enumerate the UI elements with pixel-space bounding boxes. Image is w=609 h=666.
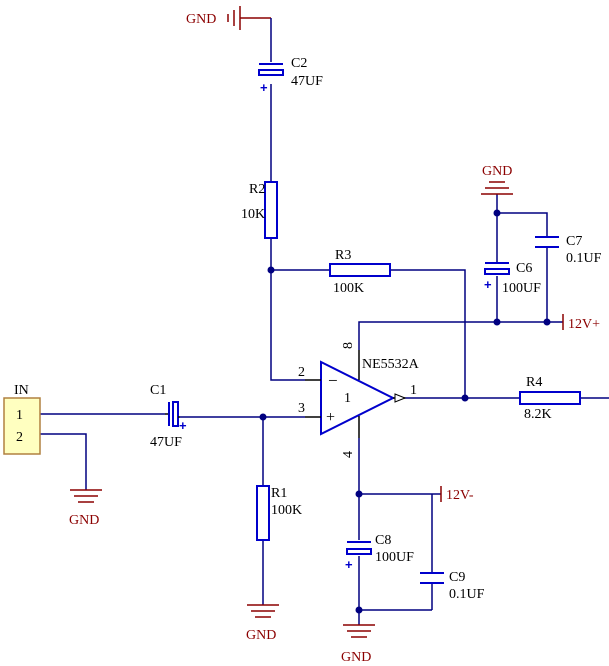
vpos-symbol: 12V+ — [562, 314, 600, 332]
junction-dot — [355, 606, 363, 614]
junction-dot — [493, 318, 501, 326]
junctions — [259, 209, 551, 614]
c6-polarity: + — [484, 277, 492, 292]
c7-ref: C7 — [566, 234, 582, 249]
capacitor-c9[interactable]: C9 0.1UF — [420, 570, 485, 602]
gnd-label: GND — [482, 164, 512, 179]
r3-value: 100K — [333, 281, 364, 296]
c9-value: 0.1UF — [449, 587, 485, 602]
gnd-symbol-in: GND — [69, 489, 102, 528]
capacitor-c2[interactable]: + C2 47UF — [258, 56, 323, 95]
c2-ref: C2 — [291, 56, 307, 71]
wire-top-c7 — [497, 212, 548, 236]
junction-dot — [259, 413, 267, 421]
wire-node-pin2 — [270, 270, 305, 381]
c6-plate-pol — [484, 268, 510, 275]
c1-value: 47UF — [150, 435, 182, 450]
r3-ref: R3 — [335, 248, 351, 263]
junction-dot — [461, 394, 469, 402]
r1-ref: R1 — [271, 486, 287, 501]
c8-ref: C8 — [375, 533, 391, 548]
opamp-pin8-num: 8 — [341, 342, 356, 349]
capacitor-c1[interactable]: + C1 47UF — [150, 383, 187, 450]
connector-in[interactable]: IN 1 2 — [3, 383, 41, 455]
c8-polarity: + — [345, 557, 353, 572]
opamp-pin1-num: 1 — [410, 383, 417, 398]
junction-dot — [493, 209, 501, 217]
r2-value: 10K — [241, 207, 265, 222]
wire-vcc-rail — [358, 321, 563, 350]
c6-value: 100UF — [502, 281, 541, 296]
gnd-label: GND — [246, 628, 276, 643]
wires — [40, 30, 609, 625]
gnd-symbol-bottom: GND — [341, 624, 375, 665]
r4-ref: R4 — [526, 375, 542, 390]
resistor-r2[interactable]: R2 10K — [241, 181, 278, 239]
c6-ref: C6 — [516, 261, 532, 276]
c2-value: 47UF — [291, 74, 323, 89]
c1-polarity: + — [179, 418, 187, 433]
vneg-label: 12V- — [446, 488, 474, 503]
c7-value: 0.1UF — [566, 251, 602, 266]
output-arrow-icon — [394, 393, 407, 403]
junction-dot — [267, 266, 275, 274]
gnd-symbol-r1: GND — [246, 604, 279, 643]
connector-body — [3, 397, 41, 455]
vpos-label: 12V+ — [568, 317, 600, 332]
capacitor-c6[interactable]: + C6 100UF — [484, 261, 541, 296]
vneg-symbol: 12V- — [440, 486, 474, 503]
c1-plate-pol — [172, 401, 179, 427]
gnd-label: GND — [186, 12, 216, 27]
opamp-name: NE5532A — [362, 357, 420, 372]
r1-body — [256, 485, 270, 541]
capacitor-c7[interactable]: C7 0.1UF — [535, 234, 602, 266]
resistor-r3[interactable]: R3 100K — [329, 248, 391, 296]
gnd-symbol-c6: GND — [481, 164, 513, 195]
r3-body — [329, 263, 391, 277]
connector-label: IN — [14, 383, 29, 398]
r1-value: 100K — [271, 503, 302, 518]
connector-pin1: 1 — [16, 408, 23, 423]
c9-ref: C9 — [449, 570, 465, 585]
r4-body — [519, 391, 581, 405]
r2-body — [264, 181, 278, 239]
wire-r3-out — [390, 269, 466, 398]
opamp-minus-sign: − — [328, 371, 338, 390]
capacitor-c8[interactable]: + C8 100UF — [345, 533, 414, 572]
r4-value: 8.2K — [524, 407, 552, 422]
gnd-label: GND — [69, 513, 99, 528]
c8-value: 100UF — [375, 550, 414, 565]
opamp-unit: 1 — [344, 391, 351, 406]
gnd-symbol-top: GND — [186, 6, 272, 30]
opamp-plus-sign: + — [326, 409, 335, 426]
wire-pin2-gnd — [40, 433, 87, 490]
resistor-r4[interactable]: R4 8.2K — [519, 375, 581, 422]
resistor-r1[interactable]: R1 100K — [256, 485, 302, 541]
c2-plate-pol — [258, 69, 284, 76]
r2-ref: R2 — [249, 182, 265, 197]
c2-polarity: + — [260, 80, 268, 95]
opamp-pin4-num: 4 — [341, 451, 356, 458]
opamp-body — [320, 360, 396, 436]
opamp-pin3-num: 3 — [298, 401, 305, 416]
junction-dot — [543, 318, 551, 326]
opamp-ne5532a[interactable]: − + 1 NE5532A 2 3 1 8 4 — [298, 342, 420, 458]
opamp-pin2-num: 2 — [298, 365, 305, 380]
gnd-label: GND — [341, 650, 371, 665]
junction-dot — [355, 490, 363, 498]
c8-plate-pol — [346, 548, 372, 555]
c1-ref: C1 — [150, 383, 166, 398]
connector-pin2: 2 — [16, 430, 23, 445]
